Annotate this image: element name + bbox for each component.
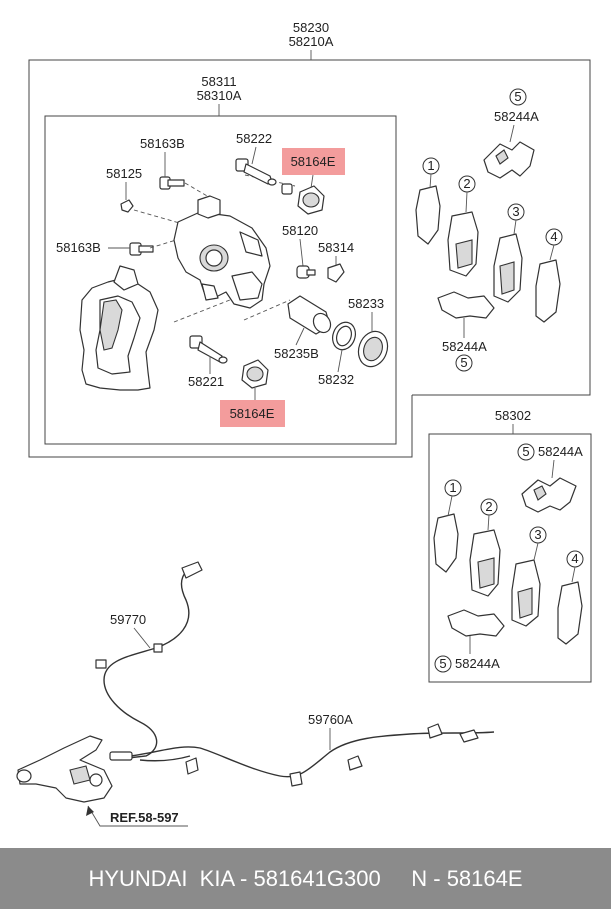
caliper-body (173, 195, 271, 309)
bolt-upper-label: 58163B (140, 136, 185, 151)
kit-callout-5-lower-text: 5 (439, 656, 446, 671)
kit-callout-1 (444, 479, 462, 497)
guide-pin-lower-label: 58221 (188, 374, 224, 389)
pad-1 (415, 185, 441, 245)
parking-lever (16, 735, 133, 803)
screw-label: 58314 (318, 240, 354, 255)
kit-callout-5-upper-text: 5 (522, 444, 529, 459)
bolt-lower (129, 242, 154, 256)
cable-lh-label: 59760A (308, 712, 353, 727)
kit-pad-4 (557, 581, 583, 645)
reference-label: REF.58-597 (110, 810, 179, 825)
parking-cable-rh (95, 561, 203, 759)
pad-kit-frame (428, 433, 592, 683)
kit-callout-1-text: 1 (449, 480, 456, 495)
spring-upper-label: 58244A (494, 109, 539, 124)
callout-3-text: 3 (512, 204, 519, 219)
seal-label: 58232 (318, 372, 354, 387)
boot-upper-highlight (282, 148, 345, 175)
kit-callout-4-text: 4 (571, 551, 578, 566)
kit-spring-upper-label: 58244A (538, 444, 583, 459)
parking-cable-lh (129, 723, 495, 787)
boot-lower-highlight (220, 400, 285, 427)
kit-pad-2 (469, 529, 501, 597)
screw (327, 263, 345, 283)
pad-3 (493, 233, 523, 303)
cable-rh-label: 59770 (110, 612, 146, 627)
assembly-number-alt: 58210A (289, 34, 334, 49)
part-number-footer: HYUNDAI KIA - 581641G300 N - 58164E (0, 848, 611, 909)
parts-diagram: 58230 58210A 58311 58310A 58163B 58163B … (16, 20, 592, 827)
boot-lower (241, 359, 269, 389)
kit-callout-3-text: 3 (534, 527, 541, 542)
reference-arrowhead (86, 806, 94, 816)
callout-5-lower (455, 354, 473, 372)
pad-4 (535, 259, 561, 323)
kit-pad-1 (433, 513, 459, 573)
kit-pad-3 (511, 559, 541, 627)
piston (287, 295, 332, 335)
caliper-bracket (79, 265, 159, 391)
pad-2 (447, 211, 479, 277)
bolt-lower-label: 58163B (56, 240, 101, 255)
assembly-frame (28, 59, 591, 458)
caliper-number-alt: 58310A (197, 88, 242, 103)
spring-lower-label: 58244A (442, 339, 487, 354)
callout-2-text: 2 (463, 176, 470, 191)
kit-callout-5-upper (517, 443, 535, 461)
caliper-number: 58311 (201, 74, 236, 89)
pad-spring-upper (483, 141, 535, 179)
callout-4-text: 4 (550, 229, 557, 244)
cap (296, 265, 316, 279)
piston-boot (357, 330, 389, 368)
callout-5-upper (509, 88, 527, 106)
guide-pin-lower (189, 335, 228, 364)
boot-upper (297, 185, 325, 215)
kit-spring-lower-label: 58244A (455, 656, 500, 671)
footer-text: HYUNDAI KIA - 581641G300 N - 58164E (88, 865, 523, 891)
small-bush (281, 183, 293, 195)
guide-pin-upper (235, 158, 277, 186)
piston-boot-label: 58233 (348, 296, 384, 311)
kit-pad-spring-upper (521, 477, 577, 513)
callout-5-upper-text: 5 (514, 89, 521, 104)
callout-1-text: 1 (427, 158, 434, 173)
boot-lower-label: 58164E (230, 406, 275, 421)
seal (332, 321, 356, 351)
pad-spring-lower (437, 291, 495, 319)
cap-label: 58120 (282, 223, 318, 238)
boot-upper-label: 58164E (291, 154, 336, 169)
kit-callout-5-lower (434, 655, 452, 673)
kit-pad-spring-lower (447, 609, 505, 637)
pad-kit-label: 58302 (495, 408, 531, 423)
assembly-number: 58230 (293, 20, 329, 35)
caliper-frame (44, 115, 397, 445)
piston-label: 58235B (274, 346, 319, 361)
kit-callout-2-text: 2 (485, 499, 492, 514)
bleeder-label: 58125 (106, 166, 142, 181)
bolt-upper (159, 176, 185, 190)
bleeder-screw (120, 199, 134, 213)
guide-pin-upper-label: 58222 (236, 131, 272, 146)
callout-5-lower-text: 5 (460, 355, 467, 370)
